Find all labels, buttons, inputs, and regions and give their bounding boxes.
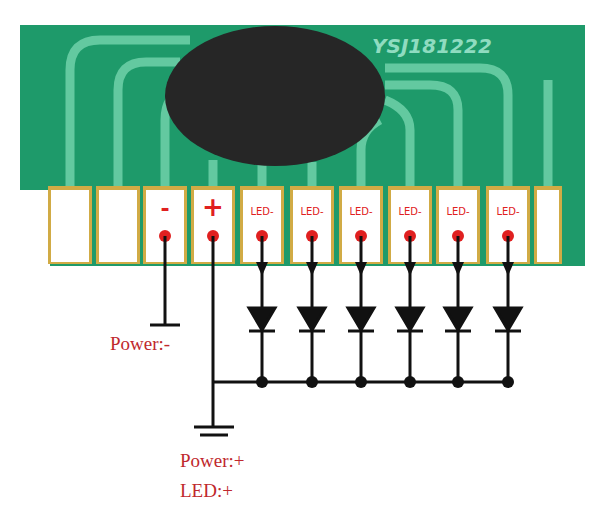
board-substrate (20, 25, 585, 266)
pad-label: LED- (243, 207, 281, 217)
pad-label: LED- (489, 207, 527, 217)
terminal-label: Power:- (110, 333, 170, 355)
terminal-label: Power:+ (180, 450, 245, 472)
pcb-pad: LED- (243, 190, 281, 262)
arrow-heads (256, 262, 514, 276)
gold-fingers (48, 186, 562, 264)
pad-label: - (146, 198, 184, 220)
pcb-pad: LED- (391, 190, 429, 262)
diode-symbols (249, 308, 521, 331)
pcb-pad: - (146, 190, 184, 262)
pad-label: LED- (391, 207, 429, 217)
pcb-pad: LED- (489, 190, 527, 262)
junction-dots (256, 376, 514, 388)
pad-label: LED- (342, 207, 380, 217)
part-number: YSJ181222 (372, 34, 492, 58)
epoxy-blob (165, 26, 385, 166)
pad-label: LED- (439, 207, 477, 217)
pad-label: LED- (293, 207, 331, 217)
pcb-pad: LED- (439, 190, 477, 262)
pad-label: + (194, 194, 232, 220)
pcb-pad: LED- (293, 190, 331, 262)
pcb-pad: + (194, 190, 232, 262)
pcb-pad: LED- (342, 190, 380, 262)
terminal-label: LED:+ (180, 480, 233, 502)
wires (150, 236, 508, 435)
